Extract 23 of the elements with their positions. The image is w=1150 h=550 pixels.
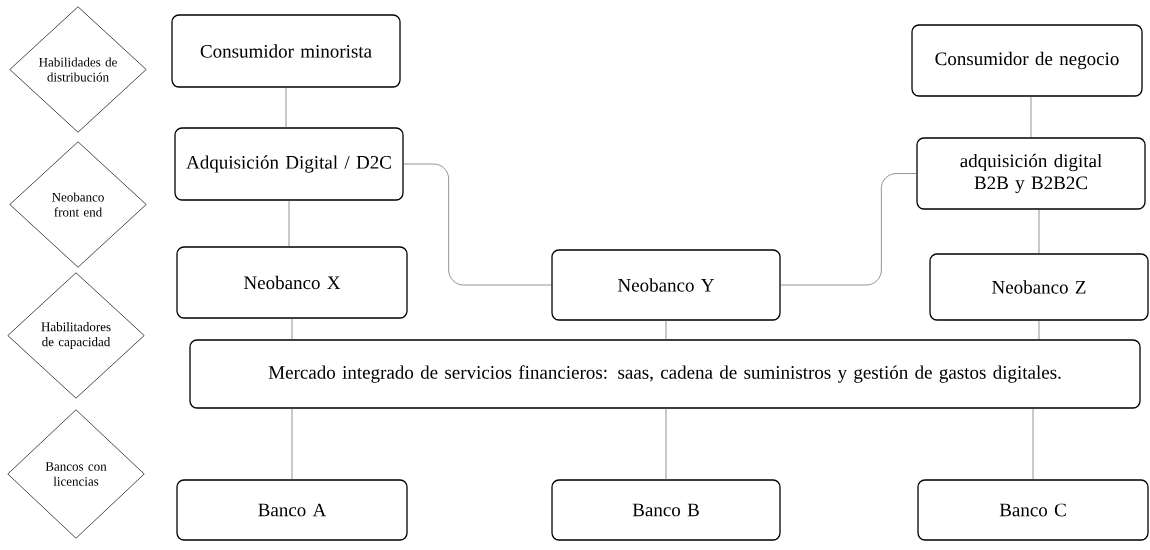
process-box: Consumidor minorista (171, 14, 401, 88)
process-box: Mercado integrado de servicios financieros: saas, cadena de suministros y gestión de gastos digitales. (189, 339, 1141, 409)
connector-line (665, 408, 667, 480)
connector-line (1038, 320, 1040, 340)
process-box: Banco A (176, 479, 408, 541)
process-box: adquisición digital B2B y B2B2C (916, 137, 1146, 210)
connector-line (665, 320, 667, 340)
process-box: Neobanco Y (551, 249, 781, 321)
process-box: Banco C (917, 479, 1149, 541)
process-box: Consumidor de negocio (911, 24, 1143, 97)
connector-line (288, 200, 290, 247)
process-box: Banco B (551, 479, 781, 541)
process-box: Neobanco X (176, 246, 408, 319)
connector-line (291, 408, 293, 480)
connector-line (1030, 96, 1032, 138)
connector-line (780, 173, 917, 286)
process-box: Adquisición Digital / D2C (174, 127, 404, 201)
process-box: Neobanco Z (929, 253, 1149, 321)
connector-line (291, 318, 293, 340)
connector-line (1038, 209, 1040, 254)
connector-line (285, 87, 287, 128)
connector-line (403, 163, 552, 286)
connector-line (1032, 408, 1034, 480)
